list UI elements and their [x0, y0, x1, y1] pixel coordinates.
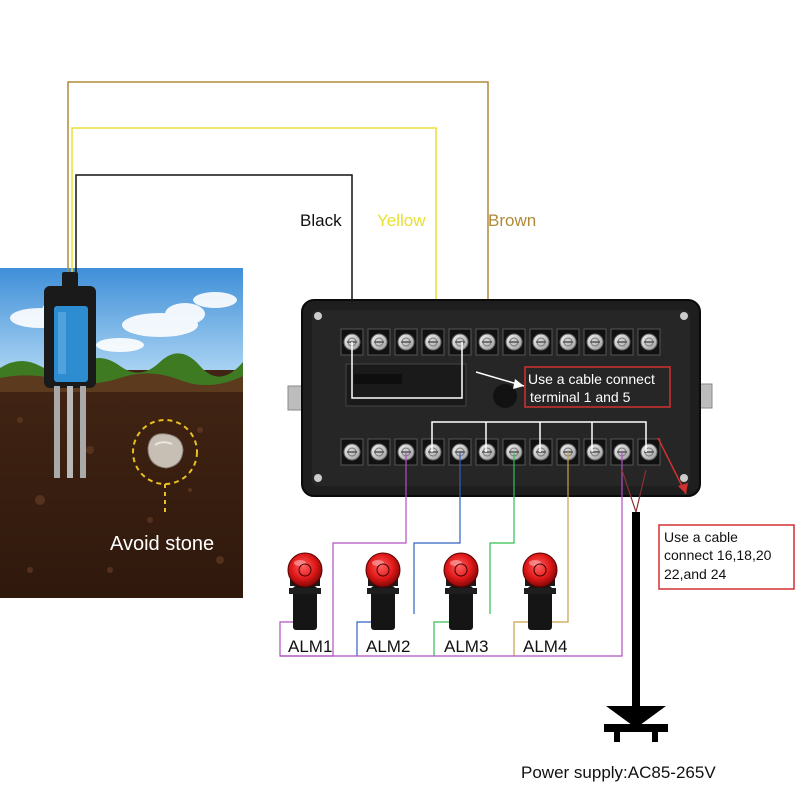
top-note-arrow: [475, 371, 525, 389]
bottom-terminal: [340, 438, 364, 466]
side-note-line3: 22,and 24: [664, 566, 726, 582]
power-supply-label: Power supply:AC85-265V: [521, 763, 716, 782]
top-terminal: [502, 328, 526, 356]
top-terminal: [583, 328, 607, 356]
top-terminal: [367, 328, 391, 356]
top-terminal: [610, 328, 634, 356]
side-note-arrow: [657, 437, 688, 495]
jumper-bottom: [431, 421, 647, 452]
stone: [132, 419, 198, 512]
alarm-lamp-3: [443, 552, 479, 630]
alarm-label-2: ALM2: [366, 637, 410, 656]
terminal-row-top: [340, 328, 661, 356]
top-terminal: [637, 328, 661, 356]
bottom-terminal: [637, 438, 661, 466]
top-terminal: [448, 328, 472, 356]
avoid-stone-caption: Avoid stone: [110, 533, 214, 555]
top-note-line2: terminal 1 and 5: [530, 389, 631, 405]
side-note-line1: Use a cable: [664, 529, 738, 545]
yellow-label: Yellow: [377, 211, 426, 230]
side-note: Use a cable connect 16,18,20 22,and 24: [658, 524, 795, 590]
bottom-terminal: [421, 438, 445, 466]
top-terminal: [529, 328, 553, 356]
top-note-line1: Use a cable connect: [528, 371, 655, 387]
top-note: Use a cable connect terminal 1 and 5: [524, 366, 671, 408]
top-terminal: [556, 328, 580, 356]
soil-sensor: [44, 272, 96, 478]
bottom-terminal: [529, 438, 553, 466]
black-wire: [75, 174, 353, 342]
alarm-wires: [279, 452, 623, 657]
brown-wire: [67, 81, 489, 342]
controller-terminal-block: [287, 299, 713, 497]
black-label: Black: [300, 211, 342, 230]
alarm-lamp-2: [365, 552, 401, 630]
alarm-label-3: ALM3: [444, 637, 488, 656]
sensor-photo: [0, 268, 243, 598]
top-terminal: [421, 328, 445, 356]
power-plug: [604, 469, 668, 742]
alarm-lamp-4: [522, 552, 558, 630]
alarm-label-1: ALM1: [288, 637, 332, 656]
jumper-top: [351, 342, 463, 399]
alarm-lamps: ALM1 ALM2 ALM3 ALM4: [287, 552, 567, 656]
bottom-terminal: [367, 438, 391, 466]
alarm-label-4: ALM4: [523, 637, 567, 656]
top-terminal: [394, 328, 418, 356]
brown-label: Brown: [488, 211, 536, 230]
bottom-terminal: [583, 438, 607, 466]
sensor-wires: [67, 81, 489, 342]
yellow-wire: [71, 127, 437, 342]
bottom-terminal: [475, 438, 499, 466]
alarm-lamp-1: [287, 552, 323, 630]
top-terminal: [475, 328, 499, 356]
side-note-line2: connect 16,18,20: [664, 547, 772, 563]
